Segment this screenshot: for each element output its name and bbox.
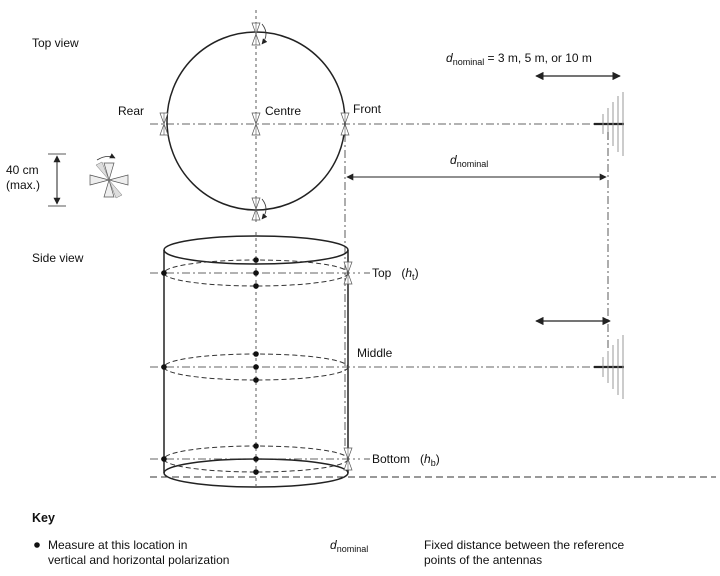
top-plane-point-front bbox=[253, 283, 259, 289]
size-label-line1: 40 cm bbox=[6, 163, 39, 177]
rear-label: Rear bbox=[118, 104, 144, 118]
middle-plane-point-back bbox=[253, 351, 259, 357]
d-nominal-distance-label: dnominal bbox=[450, 153, 488, 169]
middle-plane-point-front bbox=[253, 377, 259, 383]
centre-label: Centre bbox=[265, 104, 301, 118]
key-measure-line2: vertical and horizontal polarization bbox=[48, 553, 229, 567]
bottom-plane-label: Bottom(hb) bbox=[372, 452, 440, 468]
key-title: Key bbox=[32, 511, 55, 525]
key-measure-line1: Measure at this location in bbox=[48, 538, 187, 552]
key-measure-point-icon bbox=[34, 542, 40, 548]
bottom-plane-point-front bbox=[253, 469, 259, 475]
top-plane-point-back bbox=[253, 257, 259, 263]
rotation-arrow-bottom bbox=[261, 198, 268, 220]
side-view-label: Side view bbox=[32, 251, 84, 265]
key-d-nominal-desc-line2: points of the antennas bbox=[424, 553, 542, 567]
top-view-label: Top view bbox=[32, 36, 79, 50]
middle-plane-label: Middle bbox=[357, 346, 393, 360]
middle-plane-point-centre bbox=[253, 364, 259, 370]
bottom-plane-point-centre bbox=[253, 456, 259, 462]
receive-antenna-top bbox=[594, 92, 624, 156]
top-plane-point-rear bbox=[161, 270, 167, 276]
antenna-bottom-edge bbox=[251, 197, 261, 221]
key-d-nominal-desc-line1: Fixed distance between the reference bbox=[424, 538, 624, 552]
receive-antenna-side bbox=[594, 335, 624, 399]
front-label: Front bbox=[353, 102, 382, 116]
d-nominal-values-label: dnominal = 3 m, 5 m, or 10 m bbox=[446, 51, 592, 67]
rotation-arrow-top bbox=[261, 23, 268, 45]
antenna-top-edge bbox=[251, 22, 261, 46]
key-d-nominal-symbol: dnominal bbox=[330, 538, 368, 554]
bottom-plane-point-rear bbox=[161, 456, 167, 462]
middle-plane-point-rear bbox=[161, 364, 167, 370]
top-plane-label: Top(ht) bbox=[372, 266, 419, 282]
crossed-antenna-icon bbox=[89, 153, 129, 199]
top-plane-point-centre bbox=[253, 270, 259, 276]
bottom-plane-point-back bbox=[253, 443, 259, 449]
size-label-line2: (max.) bbox=[6, 178, 40, 192]
